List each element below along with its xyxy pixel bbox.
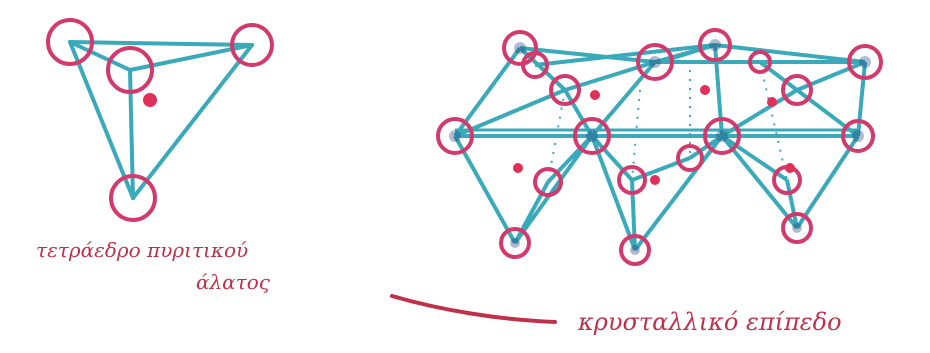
crystal-layer-label: κρυσταλλικό επίπεδο [578, 308, 842, 336]
crystal-hidden-bonds [547, 61, 788, 183]
crystal-network [436, 28, 883, 266]
tetrahedron-bonds [68, 40, 254, 200]
tetrahedron-atoms [46, 18, 274, 222]
tetrahedron-label-line2: άλατος [196, 270, 270, 294]
tetrahedron-label-line1: τετράεδρο πυριτικού [36, 238, 249, 262]
crystal-atom-cores [449, 39, 871, 255]
tetrahedron-central-dot [143, 93, 157, 107]
crystal-dots [513, 85, 795, 185]
connector-stroke [390, 294, 557, 324]
crystal-atoms [436, 28, 883, 266]
tetrahedron-group [46, 18, 274, 222]
